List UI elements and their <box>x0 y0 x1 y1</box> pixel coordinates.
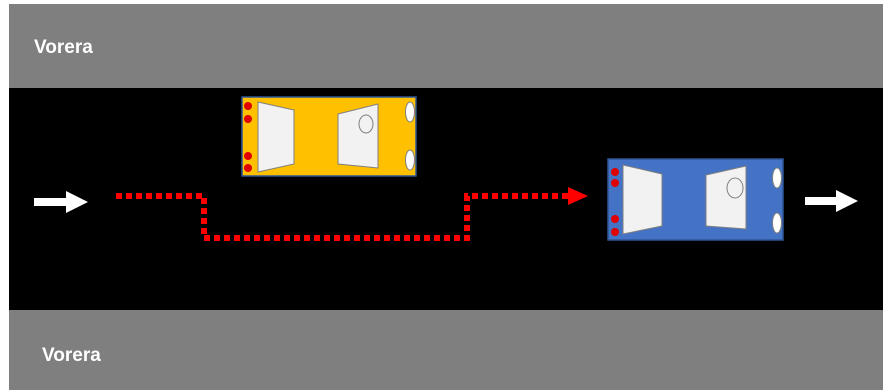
sidewalk-top-label: Vorera <box>34 37 93 58</box>
sidewalk-top: Vorera <box>9 4 883 88</box>
entry-arrow-icon <box>34 191 88 213</box>
sidewalk-bottom-label: Vorera <box>42 345 101 366</box>
moving-car-icon <box>607 158 784 241</box>
overtaking-path <box>116 193 570 241</box>
sidewalk-bottom: Vorera <box>9 310 883 390</box>
path-arrowhead-icon <box>568 187 588 205</box>
exit-arrow-icon <box>805 190 858 212</box>
parked-car-icon <box>241 96 417 177</box>
